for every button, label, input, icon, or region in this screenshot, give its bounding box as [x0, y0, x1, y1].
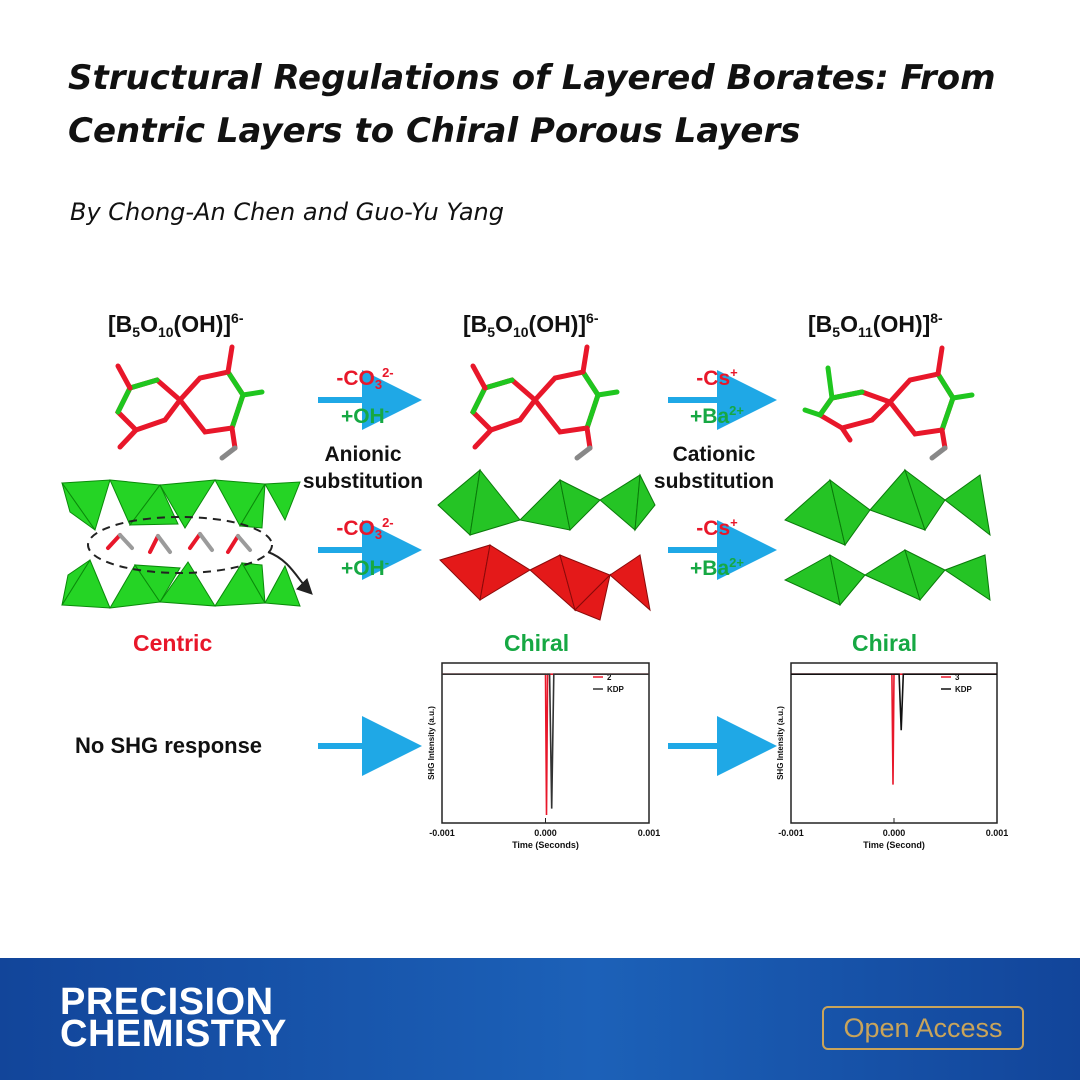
scheme-drawing [61, 344, 991, 776]
anionic-remove-top: -CO32- [336, 365, 394, 392]
series-line-KDP [442, 673, 649, 809]
structure-label-chiral-2: Chiral [852, 630, 918, 656]
no-shg-response-label: No SHG response [75, 733, 263, 758]
cationic-remove-bottom: -Cs+ [696, 515, 738, 540]
cluster-formula-2: [B5O10(OH)]6- [463, 310, 599, 340]
article-title: Structural Regulations of Layered Borate… [68, 52, 1028, 158]
legend-label: 2 [607, 673, 612, 682]
chiral-layer-structure-1 [437, 468, 656, 621]
y-axis-label: SHG Intensity (a.u.) [776, 706, 785, 780]
x-tick-label: 0.000 [534, 828, 557, 838]
cluster-molecule-2 [469, 344, 620, 461]
legend-label: KDP [955, 685, 973, 694]
structure-label-chiral-1: Chiral [504, 630, 570, 656]
cluster-molecule-3 [802, 345, 975, 461]
series-line-KDP [791, 673, 997, 731]
chiral-layer-structure-2 [783, 468, 991, 607]
structure-label-centric: Centric [133, 630, 213, 656]
journal-name-line-1: PRECISION [60, 981, 274, 1023]
anionic-add-top: +OH- [340, 403, 390, 428]
journal-footer: PRECISION CHEMISTRY Open Access [0, 958, 1080, 1080]
x-tick-label: -0.001 [429, 828, 455, 838]
y-axis-label: SHG Intensity (a.u.) [427, 706, 436, 780]
title-line-2: Centric Layers to Chiral Porous Layers [68, 111, 801, 151]
legend-label: 3 [955, 673, 960, 682]
journal-logo: PRECISION CHEMISTRY [60, 981, 287, 1055]
x-axis-label: Time (Second) [863, 840, 925, 850]
cationic-add-bottom: +Ba2+ [690, 555, 744, 580]
x-tick-label: 0.000 [883, 828, 906, 838]
cationic-add-top: +Ba2+ [690, 403, 744, 428]
author-byline: By Chong-An Chen and Guo-Yu Yang [70, 198, 504, 226]
open-access-badge: Open Access [822, 1006, 1024, 1050]
x-tick-label: -0.001 [778, 828, 804, 838]
x-tick-label: 0.001 [986, 828, 1009, 838]
cluster-formula-1: [B5O10(OH)]6- [108, 310, 244, 340]
anionic-add-bottom: +OH- [340, 555, 390, 580]
x-axis-label: Time (Seconds) [512, 840, 579, 850]
centric-layer-structure [61, 479, 313, 609]
journal-name-line-2: CHEMISTRY [60, 1013, 287, 1055]
title-line-1: Structural Regulations of Layered Borate… [68, 58, 996, 98]
cluster-molecule-1 [114, 344, 265, 461]
anionic-remove-bottom: -CO32- [336, 515, 394, 542]
legend-label: KDP [607, 685, 625, 694]
cationic-remove-top: -Cs+ [696, 365, 738, 390]
x-tick-label: 0.001 [638, 828, 661, 838]
cluster-formula-3: [B5O11(OH)]8- [808, 310, 943, 340]
